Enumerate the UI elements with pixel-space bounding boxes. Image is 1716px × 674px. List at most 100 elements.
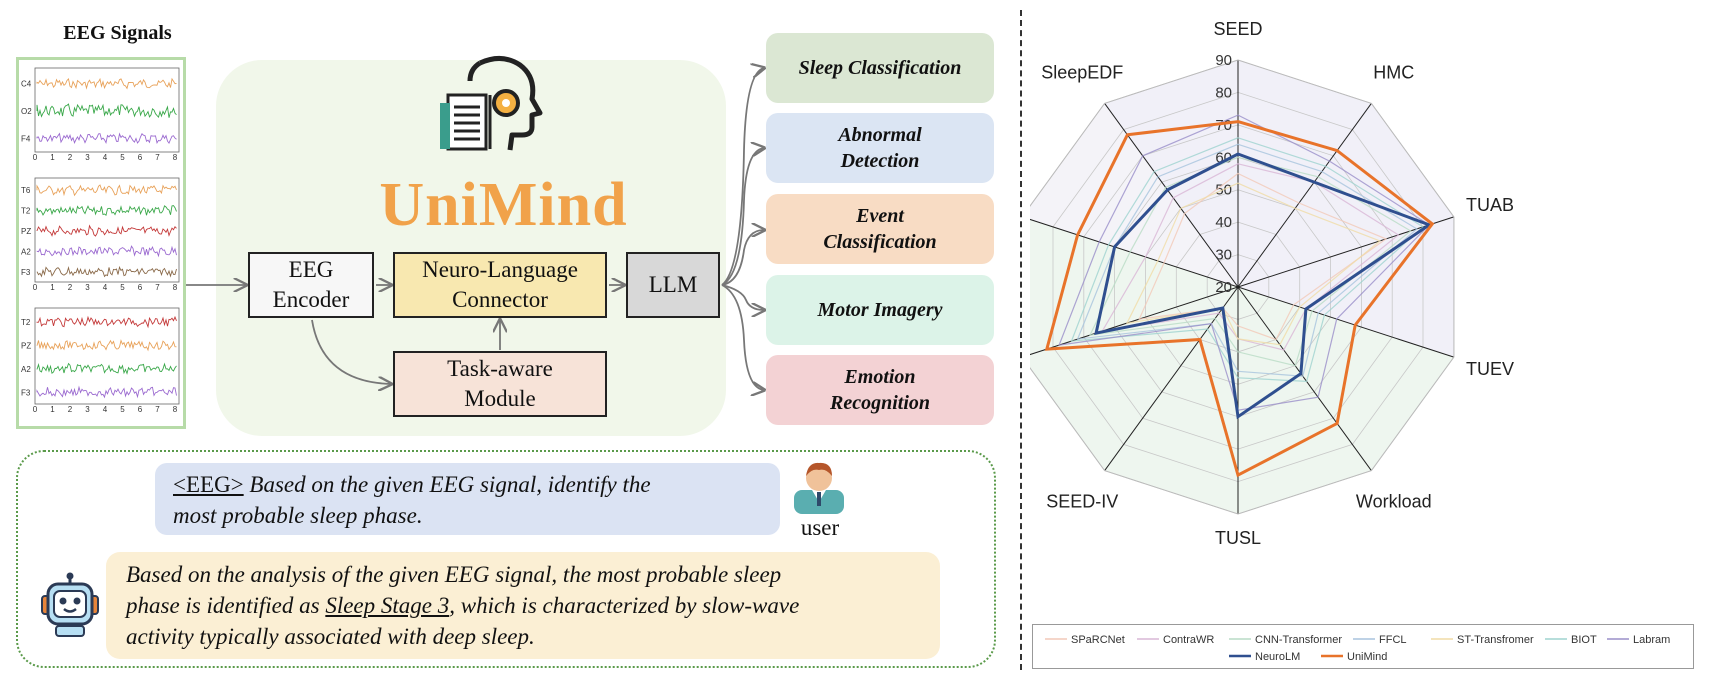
- channel-label: C4: [21, 80, 32, 89]
- task-motor-imagery: Motor Imagery: [766, 275, 994, 345]
- eeg-x-tick: 4: [103, 283, 108, 292]
- channel-label: A2: [21, 365, 31, 374]
- channel-label: A2: [21, 247, 31, 256]
- channel-label: T2: [21, 318, 31, 327]
- radar-chart: 2030405060708090SEEDHMCTUABTUEVWorkloadT…: [1030, 19, 1514, 548]
- legend-label: UniMind: [1347, 651, 1387, 663]
- answer-text-2a: phase is identified as: [126, 593, 326, 618]
- eeg-x-tick: 2: [68, 153, 73, 162]
- assistant-answer-bubble: Based on the analysis of the given EEG s…: [106, 552, 940, 659]
- neuro-language-connector-box: Neuro-Language Connector: [393, 252, 607, 318]
- legend-item: SPaRCNet: [1045, 634, 1125, 646]
- task-aware-module-box: Task-aware Module: [393, 351, 607, 417]
- eeg-x-tick: 5: [120, 153, 125, 162]
- eeg-trace: [36, 339, 177, 352]
- eeg-x-tick: 2: [68, 405, 73, 414]
- legend-item: NeuroLM: [1229, 651, 1300, 663]
- radar-tick-label: 20: [1215, 279, 1232, 296]
- eeg-trace: [36, 265, 177, 278]
- legend-item: ST-Transfromer: [1431, 634, 1534, 646]
- radar-axis-label: TUSL: [1215, 528, 1261, 548]
- eeg-trace: [36, 362, 177, 375]
- eeg-x-tick: 1: [50, 405, 55, 414]
- channel-label: F3: [21, 268, 31, 277]
- radar-axis-label: TUEV: [1466, 359, 1514, 379]
- eeg-x-tick: 7: [155, 405, 160, 414]
- radar-tick-label: 40: [1215, 214, 1232, 231]
- legend-item: UniMind: [1321, 651, 1387, 663]
- eeg-x-tick: 0: [33, 153, 38, 162]
- eeg-encoder-box: EEG Encoder: [248, 252, 374, 318]
- eeg-trace: [36, 315, 177, 329]
- arrow-llm-to-motor: [721, 284, 764, 310]
- task-event-classification: Event Classification: [766, 194, 994, 264]
- legend-label: BIOT: [1571, 634, 1597, 646]
- llm-box: LLM: [626, 252, 720, 318]
- eeg-x-tick: 6: [138, 405, 143, 414]
- eeg-trace: [36, 205, 177, 216]
- eeg-x-tick: 4: [103, 153, 108, 162]
- answer-text-3: activity typically associated with deep …: [126, 624, 535, 649]
- eeg-x-tick: 2: [68, 283, 73, 292]
- user-question-bubble: <EEG> Based on the given EEG signal, ide…: [155, 463, 780, 535]
- channel-label: PZ: [21, 341, 31, 350]
- eeg-x-tick: 3: [85, 283, 90, 292]
- eeg-signals-title: EEG Signals: [63, 22, 172, 44]
- radar-series-unimind: [1044, 120, 1435, 478]
- eeg-x-tick: 7: [155, 153, 160, 162]
- eeg-x-tick: 8: [173, 405, 178, 414]
- arrow-encoder-to-module: [311, 319, 391, 384]
- eeg-x-tick: 3: [85, 153, 90, 162]
- architecture-arrows: [186, 0, 780, 440]
- arrow-llm-to-emotion: [721, 284, 764, 390]
- channel-label: T6: [21, 186, 31, 195]
- channel-label: PZ: [21, 227, 31, 236]
- eeg-x-tick: 5: [120, 405, 125, 414]
- legend-item: BIOT: [1545, 634, 1597, 646]
- radar-axis-label: SleepEDF: [1041, 63, 1123, 83]
- arrow-llm-to-sleep: [721, 68, 764, 286]
- question-text-1: Based on the given EEG signal, identify …: [243, 472, 651, 497]
- legend-item: ContraWR: [1137, 634, 1214, 646]
- unimind-logo-text: UniMind: [379, 171, 628, 239]
- eeg-trace: [36, 245, 177, 258]
- task-sleep-classification: Sleep Classification: [766, 33, 994, 103]
- eeg-trace: [36, 224, 177, 237]
- radar-series-cnn-transformer: [1088, 156, 1412, 367]
- legend-label: ContraWR: [1163, 634, 1214, 646]
- answer-text-2b: , which is characterized by slow-wave: [449, 593, 800, 618]
- radar-tick-label: 50: [1215, 182, 1232, 199]
- answer-highlight: Sleep Stage 3: [325, 593, 450, 618]
- radar-axis-label: Workload: [1356, 491, 1432, 511]
- radar-tick-label: 30: [1215, 247, 1232, 264]
- eeg-trace: [36, 385, 177, 399]
- robot-avatar-icon: [41, 572, 99, 637]
- legend-label: CNN-Transformer: [1255, 634, 1342, 646]
- legend-label: NeuroLM: [1255, 651, 1300, 663]
- eeg-x-tick: 1: [50, 153, 55, 162]
- legend-label: ST-Transfromer: [1457, 634, 1534, 646]
- radar-axis-label: SEED: [1213, 19, 1262, 39]
- eeg-x-tick: 5: [120, 283, 125, 292]
- chat-example-frame: [16, 450, 996, 668]
- eeg-token: <EEG>: [173, 472, 244, 497]
- user-avatar-icon: [794, 462, 844, 514]
- eeg-trace: [36, 103, 177, 118]
- eeg-x-tick: 1: [50, 283, 55, 292]
- radar-tick-label: 70: [1215, 117, 1232, 134]
- radar-series-neurolm: [1094, 152, 1433, 420]
- question-text-2: most probable sleep phase.: [173, 503, 423, 528]
- channel-label: O2: [21, 107, 32, 116]
- legend-item: Labram: [1607, 634, 1670, 646]
- radar-axis-label: TUAB: [1466, 195, 1514, 215]
- radar-axis-label: HMC: [1373, 63, 1414, 83]
- eeg-x-tick: 4: [103, 405, 108, 414]
- eeg-trace: [36, 184, 177, 197]
- radar-tick-label: 80: [1215, 84, 1232, 101]
- radar-series-sparcnet: [1138, 172, 1388, 341]
